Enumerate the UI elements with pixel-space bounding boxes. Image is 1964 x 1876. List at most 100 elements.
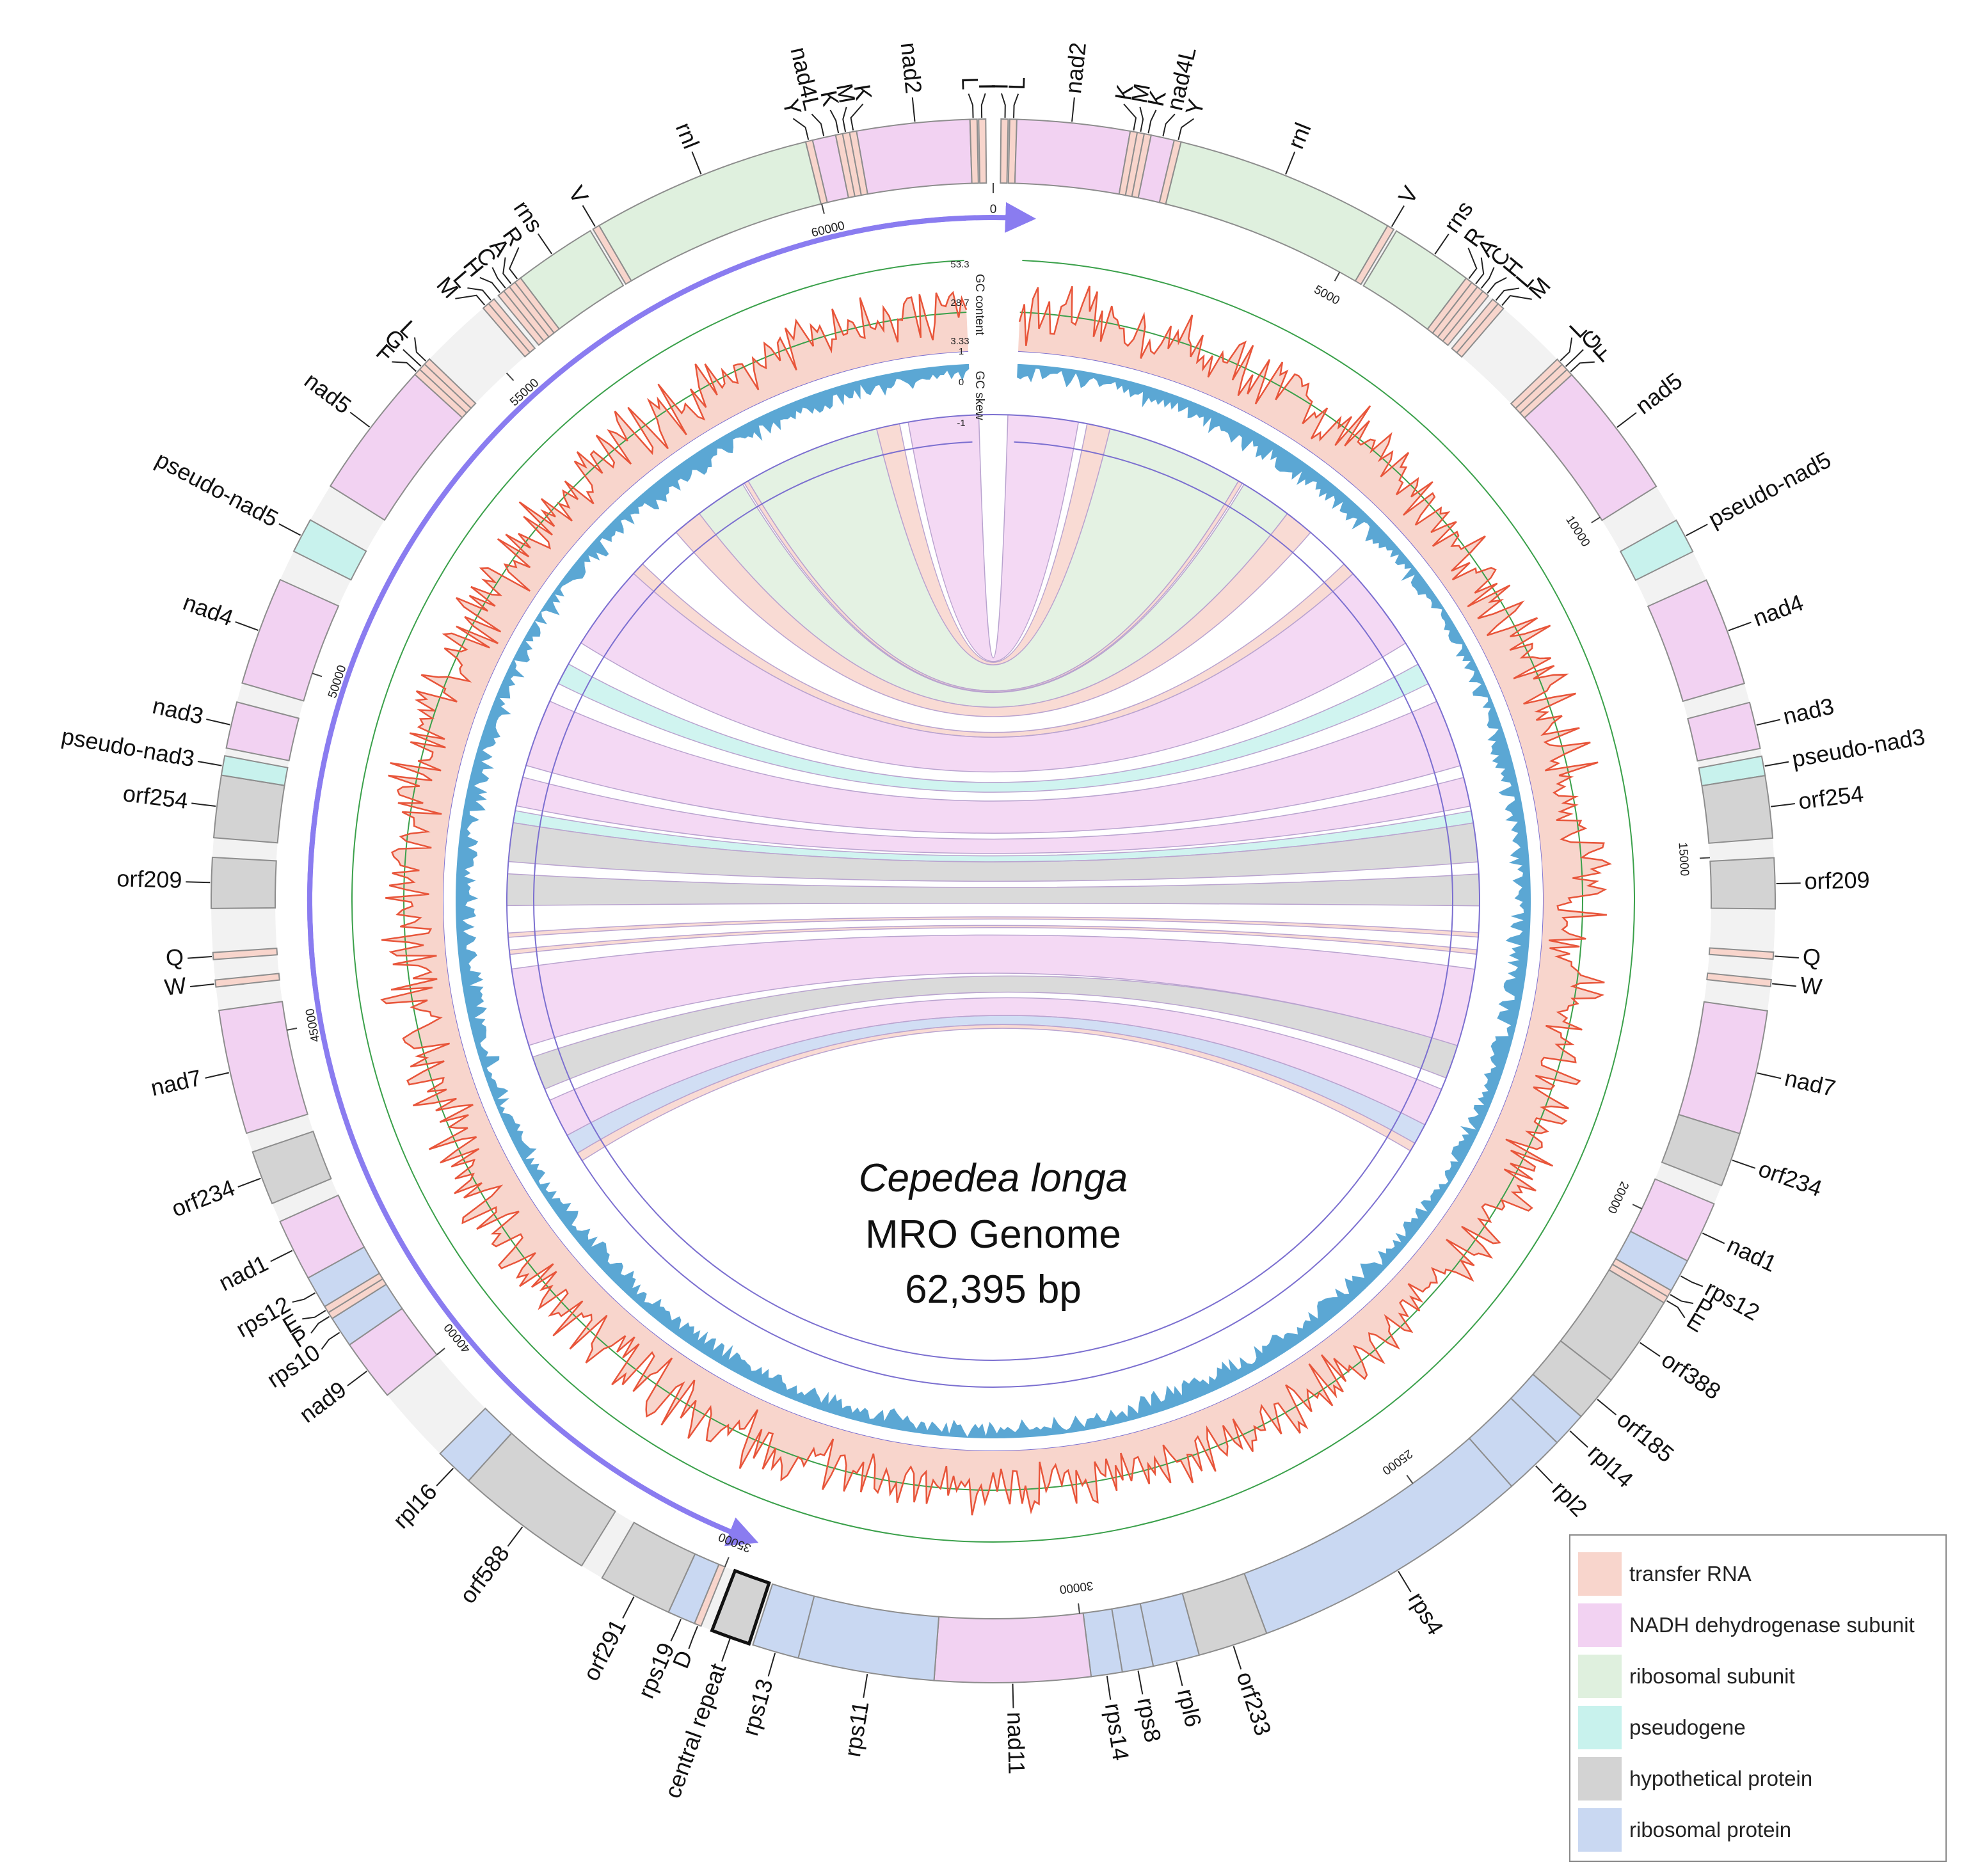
feature-label: W: [163, 972, 188, 1000]
label-leader: [811, 113, 825, 137]
feature-label: V: [563, 181, 594, 208]
tick-label: 25000: [1380, 1447, 1415, 1477]
feature-label: I: [974, 83, 1000, 90]
feature-label: Y: [1180, 97, 1210, 118]
tick-mark: [287, 1027, 298, 1031]
legend-label: pseudogene: [1629, 1715, 1746, 1739]
feature-label: L: [1003, 77, 1030, 90]
label-leader: [205, 1072, 230, 1079]
gc-skew-tick: 0: [959, 377, 964, 388]
label-leader: [270, 1250, 293, 1262]
legend-item-ribosomal-subunit: ribosomal subunit: [1578, 1651, 1935, 1702]
label-leader: [467, 287, 491, 301]
label-leader: [1702, 1232, 1725, 1244]
feature-label: pseudo-nad3: [60, 723, 196, 772]
feature-hypo: [601, 1522, 696, 1613]
feature-label: pseudo-nad5: [1704, 447, 1835, 532]
label-leader: [1071, 97, 1075, 122]
label-leader: [1501, 295, 1532, 306]
feature-hypo: [710, 1568, 771, 1646]
label-leader: [278, 523, 301, 536]
feature-hypo: [1701, 774, 1774, 844]
gc-skew-axis-title: GC skew: [973, 370, 986, 420]
feature-label: nad4: [1750, 589, 1807, 632]
genome-title: MRO Genome: [865, 1212, 1121, 1257]
feature-hypo: [211, 856, 277, 909]
feature-nad: [1687, 701, 1761, 762]
label-leader: [206, 719, 230, 726]
feature-label: nad9: [294, 1376, 351, 1428]
feature-label: W: [1799, 972, 1823, 1000]
label-leader: [235, 621, 259, 631]
label-leader: [479, 276, 500, 293]
feature-label: M: [1126, 81, 1155, 105]
label-leader: [191, 802, 216, 807]
gc-content-mid-axis: [403, 311, 1583, 1491]
feature-nad: [856, 118, 973, 195]
legend: transfer RNA NADH dehydrogenase subunit …: [1569, 1534, 1947, 1862]
legend-item-nad: NADH dehydrogenase subunit: [1578, 1600, 1935, 1651]
label-leader: [1139, 106, 1144, 132]
feature-trna: [1000, 118, 1009, 184]
feature-label: nad2: [1060, 41, 1091, 95]
label-leader: [1569, 1430, 1588, 1448]
label-leader: [1560, 337, 1573, 362]
legend-item-hypothetical-protein: hypothetical protein: [1578, 1753, 1935, 1804]
inner-ring: [506, 414, 1480, 1388]
feature-label: rps4: [1403, 1587, 1449, 1639]
feature-trna: [969, 118, 979, 184]
feature-ribo_sub: [1165, 141, 1389, 282]
tick-mark: [1699, 857, 1711, 859]
tick-mark: [1591, 516, 1601, 523]
feature-ribo_prot: [797, 1595, 940, 1681]
label-leader: [237, 1177, 261, 1188]
label-leader: [414, 337, 427, 362]
label-leader: [1680, 1275, 1704, 1287]
tick-label: 30000: [1058, 1578, 1094, 1596]
feature-hypo: [1661, 1113, 1741, 1187]
feature-label: rps12: [232, 1291, 295, 1342]
feature-ribo_prot: [752, 1583, 815, 1659]
label-leader: [1770, 803, 1795, 807]
feature-trna: [1708, 947, 1775, 960]
label-leader: [1764, 761, 1789, 767]
feature-ribo_sub: [598, 141, 822, 282]
feature-label: V: [1393, 182, 1424, 209]
feature-nad: [1014, 118, 1131, 195]
direction-arc: [307, 202, 1036, 1532]
label-leader: [1013, 93, 1019, 118]
label-leader: [292, 1292, 315, 1303]
legend-swatch-ribosomal-subunit: [1578, 1655, 1622, 1698]
label-leader: [1000, 93, 1006, 118]
feature-hypo: [1709, 857, 1776, 910]
label-leader: [403, 349, 422, 367]
label-leader: [188, 955, 212, 959]
feature-ribo_prot: [439, 1407, 513, 1482]
feature-nad: [279, 1194, 365, 1279]
gc-content-track: [351, 260, 1635, 1543]
feature-label: Q: [1802, 943, 1822, 971]
label-leader: [310, 1316, 330, 1334]
label-leader: [302, 1310, 326, 1320]
feature-label: rps11: [839, 1699, 874, 1759]
feature-label: rps19: [632, 1639, 680, 1702]
feature-label: rps14: [1100, 1701, 1135, 1762]
label-leader: [1391, 205, 1405, 227]
legend-swatch-hypothetical-protein: [1578, 1757, 1622, 1800]
label-leader: [1776, 882, 1801, 885]
center-title: Cepedea longa MRO Genome 62,395 bp: [859, 1156, 1128, 1312]
label-leader: [197, 761, 222, 767]
genome-length: 62,395 bp: [905, 1268, 1082, 1312]
feature-label: I: [987, 83, 1013, 90]
label-leader: [537, 233, 553, 255]
legend-item-ribosomal-protein: ribosomal protein: [1578, 1804, 1935, 1856]
feature-pseudo: [220, 755, 289, 786]
repeat-links: [506, 414, 1480, 1388]
label-leader: [1772, 983, 1797, 987]
label-leader: [508, 247, 520, 280]
label-leader: [1285, 151, 1296, 175]
feature-label: rnl: [671, 119, 705, 152]
feature-label: orf388: [1657, 1346, 1725, 1404]
label-leader: [321, 1331, 340, 1350]
